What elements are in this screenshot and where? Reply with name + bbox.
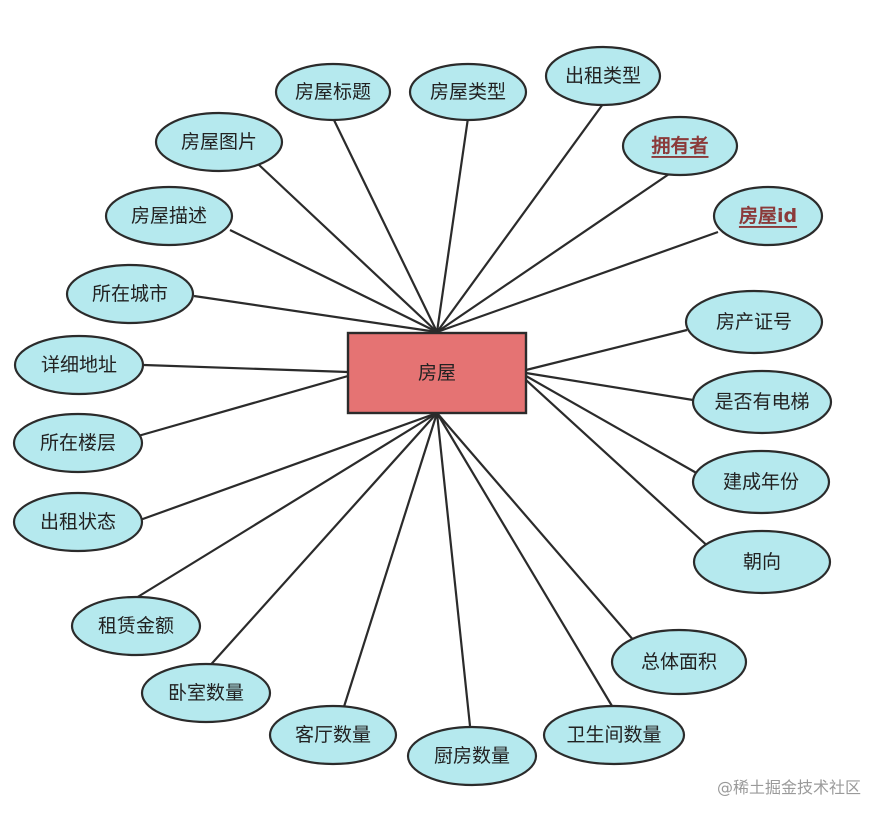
attribute-label: 朝向 [743,551,781,573]
attribute-amount[interactable]: 租赁金额 [70,595,202,657]
attribute-bedrooms[interactable]: 卧室数量 [140,662,272,724]
connector-elevator [525,371,694,402]
entity-label: 房屋 [418,362,456,384]
attribute-elevator[interactable]: 是否有电梯 [691,369,833,435]
attribute-label: 房屋图片 [181,131,257,153]
attribute-rent-type[interactable]: 出租类型 [544,45,662,107]
attribute-label: 房屋类型 [430,81,506,103]
connector-kitchens [435,412,472,727]
attribute-house-id[interactable]: 房屋id [712,185,824,247]
connector-city [193,294,438,334]
attribute-address[interactable]: 详细地址 [13,334,145,396]
attribute-label: 出租类型 [565,65,641,87]
attribute-cert[interactable]: 房产证号 [684,289,824,355]
attribute-label: 客厅数量 [295,724,371,746]
connector-amount [135,412,438,599]
connector-cert [525,328,688,372]
attribute-label: 拥有者 [651,134,708,157]
connector-title [332,117,438,333]
connector-rent-type [436,103,604,333]
attribute-label: 是否有电梯 [714,391,809,413]
connector-halls [340,412,439,714]
attribute-floor[interactable]: 所在楼层 [12,412,144,474]
attribute-desc[interactable]: 房屋描述 [104,185,234,247]
connector-floor [137,374,349,438]
watermark: @稀土掘金技术社区 [716,778,861,797]
attribute-type[interactable]: 房屋类型 [408,62,528,122]
entity-box [346,331,528,415]
attribute-halls[interactable]: 客厅数量 [268,704,398,766]
attribute-status[interactable]: 出租状态 [12,491,144,553]
attribute-city[interactable]: 所在城市 [65,263,195,325]
attribute-label: 租赁金额 [98,615,174,637]
attribute-year[interactable]: 建成年份 [691,449,831,515]
connector-house-id [436,230,719,334]
connector-type [435,117,470,333]
attribute-label: 卧室数量 [168,682,244,704]
attribute-label: 详细地址 [41,354,117,376]
attribute-label: 房屋描述 [131,205,207,227]
attribute-label: 总体面积 [641,651,717,673]
connector-bathrooms [436,412,613,707]
attribute-title[interactable]: 房屋标题 [274,62,392,122]
attribute-label: 房屋标题 [295,81,371,103]
connector-year [525,375,701,476]
attribute-label: 所在城市 [92,283,168,305]
attribute-label: 厨房数量 [434,745,510,767]
attribute-label: 卫生间数量 [566,724,661,746]
attribute-label: 建成年份 [723,471,799,493]
attribute-image[interactable]: 房屋图片 [154,111,284,173]
connector-lines [135,103,719,727]
connector-orient [525,379,713,551]
attribute-label: 房屋id [739,204,797,227]
connector-bedrooms [205,412,438,671]
attribute-owner[interactable]: 拥有者 [621,115,739,177]
attribute-area[interactable]: 总体面积 [610,628,748,696]
connector-area [436,412,636,643]
connector-owner [436,171,673,333]
attribute-kitchens[interactable]: 厨房数量 [406,725,538,787]
attribute-orient[interactable]: 朝向 [692,529,832,595]
attribute-label: 房产证号 [716,311,792,333]
entity-house[interactable]: 房屋 [346,331,528,415]
connector-image [257,163,438,333]
attribute-label: 所在楼层 [40,432,116,454]
connector-desc [229,229,438,333]
attribute-label: 出租状态 [40,511,116,533]
connector-address [143,363,349,374]
connector-status [139,411,438,522]
attribute-bathrooms[interactable]: 卫生间数量 [542,704,686,766]
